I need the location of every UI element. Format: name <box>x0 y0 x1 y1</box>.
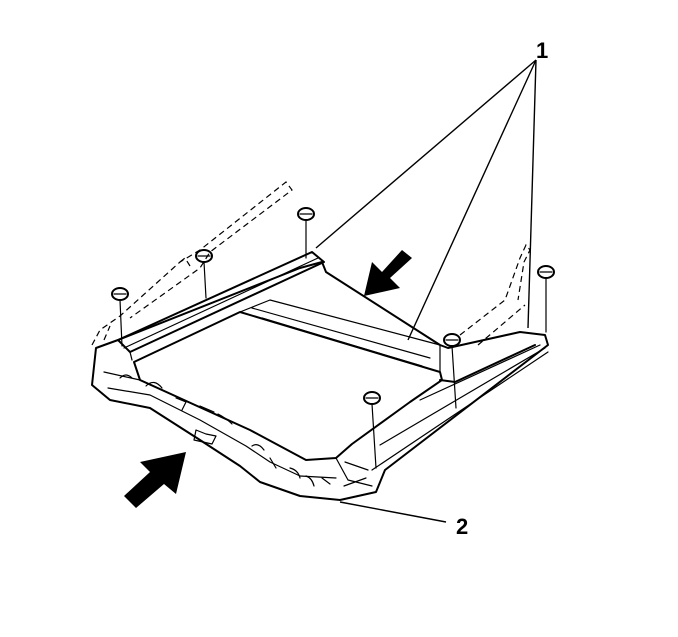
screw-icon <box>537 265 555 333</box>
screw-icon <box>195 249 213 299</box>
screw-icon <box>363 391 381 469</box>
callout-1-leaders <box>315 59 537 341</box>
phantom-outline <box>91 181 531 346</box>
fasteners <box>111 207 555 469</box>
direction-arrow-upper <box>364 250 412 296</box>
callout-label-housing: 2 <box>456 514 468 539</box>
screw-icon <box>297 207 315 259</box>
callout-label-fasteners: 1 <box>536 38 548 63</box>
screw-icon <box>111 287 129 347</box>
callout-2-leader <box>339 501 447 523</box>
left-guide-rail <box>117 251 325 361</box>
direction-arrow-lower <box>124 452 186 508</box>
screw-icon <box>443 333 461 409</box>
sunroof-housing-frame <box>91 261 549 501</box>
